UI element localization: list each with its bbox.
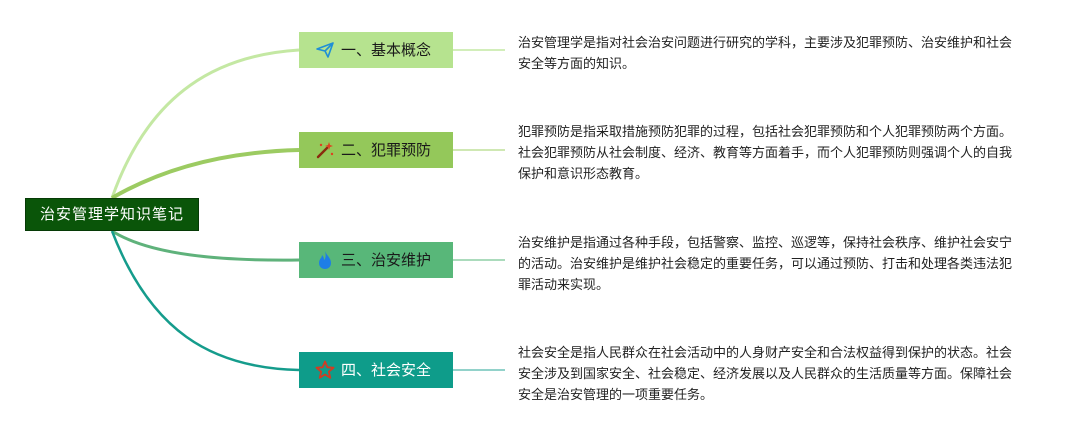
connector-branch-3 — [111, 229, 300, 262]
star-icon — [315, 360, 335, 380]
connector-branch-1 — [110, 48, 300, 199]
branch-label: 一、基本概念 — [341, 41, 432, 59]
branch-label: 三、治安维护 — [341, 251, 432, 269]
description-public-order: 治安维护是指通过各种手段，包括警察、监控、巡逻等，保持社会秩序、维护社会安宁的活… — [518, 236, 1013, 293]
flame-icon — [315, 250, 335, 270]
branch-crime-prevention[interactable]: 二、犯罪预防 — [299, 132, 453, 168]
magic-wand-icon — [315, 140, 335, 160]
branch-label: 四、社会安全 — [341, 361, 432, 379]
connector-branch-4 — [110, 230, 300, 372]
root-node[interactable]: 治安管理学知识笔记 — [25, 198, 199, 231]
branch-basic-concepts[interactable]: 一、基本概念 — [299, 32, 453, 68]
description-basic-concepts: 治安管理学是指对社会治安问题进行研究的学科，主要涉及犯罪预防、治安维护和社会安全… — [518, 36, 1013, 72]
branch-label: 二、犯罪预防 — [341, 141, 432, 159]
paper-plane-icon — [315, 40, 335, 60]
branch-public-order[interactable]: 三、治安维护 — [299, 242, 453, 278]
connector-branch-2 — [110, 148, 300, 200]
description-crime-prevention: 犯罪预防是指采取措施预防犯罪的过程，包括社会犯罪预防和个人犯罪预防两个方面。社会… — [518, 125, 1013, 182]
branch-social-security[interactable]: 四、社会安全 — [299, 352, 453, 388]
description-social-security: 社会安全是指人民群众在社会活动中的人身财产安全和合法权益得到保护的状态。社会安全… — [518, 346, 1013, 403]
